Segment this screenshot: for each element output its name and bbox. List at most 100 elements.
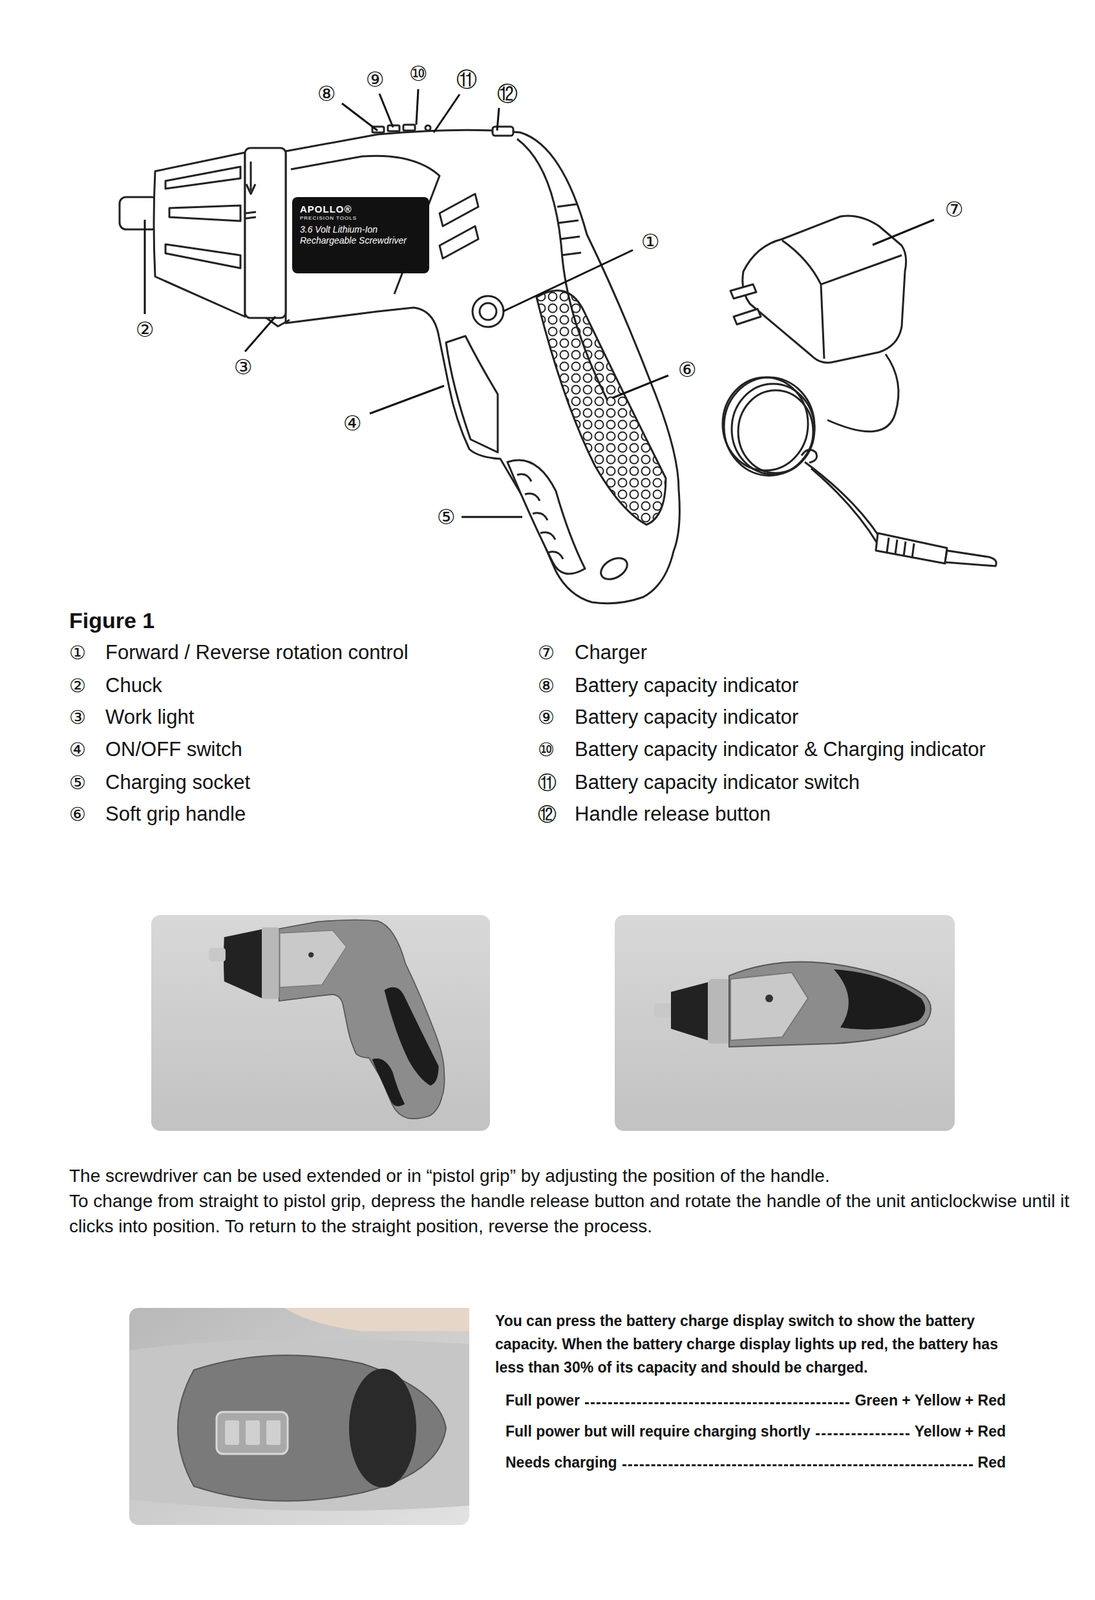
part-name: ON/OFF switch	[105, 737, 243, 763]
screwdriver-drawing-part	[285, 129, 680, 604]
instruction-block: The screwdriver can be used extended or …	[69, 1163, 1085, 1240]
photo-battery-indicator-part	[177, 1355, 447, 1502]
part-name: Charger	[574, 640, 648, 666]
screwdriver-drawing-part	[165, 166, 241, 189]
dash-leader	[584, 1402, 850, 1405]
charger-drawing-part	[827, 354, 899, 432]
list-number: ⑪	[537, 770, 557, 796]
list-number: ⑨	[537, 705, 555, 730]
charger-drawing-part	[886, 537, 915, 559]
charger-drawing-part	[730, 284, 757, 299]
list-number: ⑩	[537, 737, 555, 763]
list-number: ⑫	[537, 802, 557, 827]
battery-block: You can press the battery charge display…	[495, 1309, 1006, 1473]
photo-straight-part	[614, 915, 955, 1132]
list-number: ⑤	[69, 770, 86, 796]
part-name: Handle release button	[574, 802, 771, 827]
photo-straight	[614, 915, 955, 1132]
part-name: Battery capacity indicator & Charging in…	[574, 737, 986, 763]
callout-number: ②	[135, 318, 155, 342]
leader-lines-part	[144, 219, 147, 315]
list-number: ⑧	[537, 673, 555, 699]
charger-drawing-part	[945, 550, 997, 567]
part-name: Soft grip handle	[105, 802, 246, 827]
charger-drawing-part	[875, 533, 947, 564]
screwdriver-drawing-part	[517, 474, 564, 560]
leader-lines-part	[461, 516, 523, 519]
photo-pistol-grip-part-part	[279, 919, 445, 1119]
part-name: Chuck	[105, 673, 163, 699]
leader-lines-part	[433, 94, 460, 133]
list-number: ⑦	[537, 640, 555, 666]
charger-drawing-part	[733, 308, 761, 325]
callout-number: ⑦	[945, 197, 964, 222]
photo-straight-part	[765, 994, 774, 1003]
screwdriver-drawing-part	[290, 155, 440, 295]
leader-lines-part	[502, 250, 633, 312]
charger-drawing-part	[811, 468, 878, 545]
screwdriver-drawing-part	[245, 212, 256, 219]
plate-text: PRECISION TOOLS	[299, 215, 422, 222]
callout-number: ③	[233, 355, 253, 379]
paragraph: To change from straight to pistol grip, …	[69, 1188, 1085, 1240]
leader-lines-part	[872, 219, 935, 245]
screwdriver-drawing-part	[492, 126, 514, 136]
list-number: ④	[69, 737, 86, 763]
screwdriver-drawing-part	[446, 336, 498, 453]
screwdriver-drawing-part	[387, 125, 400, 132]
photo-battery-indicator-part	[129, 1308, 470, 1526]
screwdriver-drawing-part	[479, 303, 497, 320]
battery-note: You can press the battery charge display…	[495, 1309, 1006, 1380]
indicator-colors: Red	[978, 1453, 1006, 1473]
photo-straight-part	[729, 962, 931, 1048]
part-name: Charging socket	[105, 770, 251, 796]
charger-drawing-part	[731, 383, 815, 475]
leader-lines-part	[612, 375, 669, 399]
photo-pistol-grip-part	[151, 915, 490, 1132]
leader-lines-part	[379, 93, 394, 128]
photo-battery-indicator-part	[266, 1420, 281, 1446]
plate-text: 3.6 Volt Lithium-Ion Rechargeable Screwd…	[299, 224, 422, 247]
leader-lines-part	[341, 103, 378, 131]
screwdriver-drawing-part	[169, 205, 241, 222]
charger-drawing-part	[742, 215, 907, 363]
screwdriver-drawing-part	[597, 553, 631, 584]
screwdriver-drawing-part	[439, 193, 479, 227]
list-number: ③	[69, 705, 86, 730]
screwdriver-drawing-part	[244, 148, 286, 319]
callout-number: ⑤	[436, 505, 456, 529]
screwdriver-drawing	[119, 124, 680, 604]
charger-drawing-part	[782, 240, 902, 359]
callout-number: ⑪	[456, 67, 478, 92]
part-name: Battery capacity indicator	[574, 705, 799, 730]
screwdriver-drawing-part	[246, 184, 256, 194]
photo-pistol-grip-part-part	[308, 952, 314, 958]
photo-pistol-grip-part-part	[384, 987, 439, 1086]
screwdriver-drawing-part	[439, 226, 479, 259]
indicator-row: Full power but will require charging sho…	[505, 1422, 1006, 1442]
photo-straight-part	[833, 969, 925, 1030]
callout-number: ①	[641, 230, 660, 254]
charger-drawing	[722, 215, 997, 567]
dash-leader	[622, 1464, 973, 1467]
indicator-state: Full power	[505, 1391, 580, 1411]
callout-number: ⑫	[497, 82, 518, 106]
label-plate: APOLLO®PRECISION TOOLS3.6 Volt Lithium-I…	[292, 197, 430, 274]
part-name: Battery capacity indicator switch	[574, 770, 860, 796]
screwdriver-drawing-part	[403, 124, 415, 131]
screwdriver-drawing-part	[119, 197, 159, 230]
indicator-colors: Yellow + Red	[914, 1422, 1006, 1442]
photo-pistol-grip-part-part	[372, 1058, 405, 1107]
photo-pistol-grip-part-part	[261, 927, 279, 999]
part-name: Forward / Reverse rotation control	[105, 640, 409, 666]
leader-lines-part	[497, 107, 500, 131]
indicator-row: Needs chargingRed	[505, 1453, 1006, 1473]
photo-pistol-grip-part-part	[209, 948, 226, 962]
screwdriver-drawing-part	[472, 296, 504, 328]
leader-lines-part	[244, 316, 276, 352]
photo-straight-part	[707, 979, 731, 1044]
list-number: ①	[69, 640, 86, 666]
charger-drawing-part	[723, 377, 815, 476]
indicator-state: Full power but will require charging sho…	[505, 1422, 811, 1442]
